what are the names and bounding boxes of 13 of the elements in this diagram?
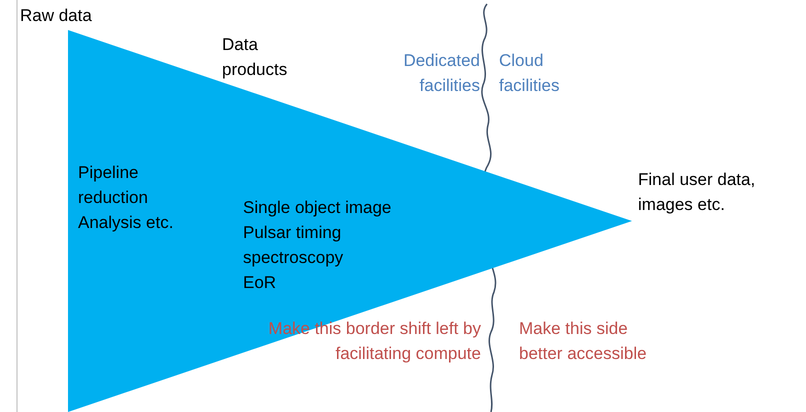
list-item-text: Analysis etc. [78,212,174,234]
list-item-text: spectroscopy [243,247,344,269]
note-text: Make this side better accessible [519,318,648,365]
stage-label: Final user data, images etc. [638,169,756,216]
list-item-text: Single object image [243,197,392,219]
heading-text: Raw data [20,5,93,27]
zone-label: Cloud facilities [499,50,560,97]
list-item-text: Pulsar timing [243,222,342,244]
list-item-text: EoR [243,272,278,294]
note-text: Make this border shift left by facilitating compute [267,318,481,365]
list-item-text: Pipeline reduction [78,162,149,209]
zone-label: Dedicated facilities [402,50,480,97]
stage-label: Data products [222,34,288,81]
